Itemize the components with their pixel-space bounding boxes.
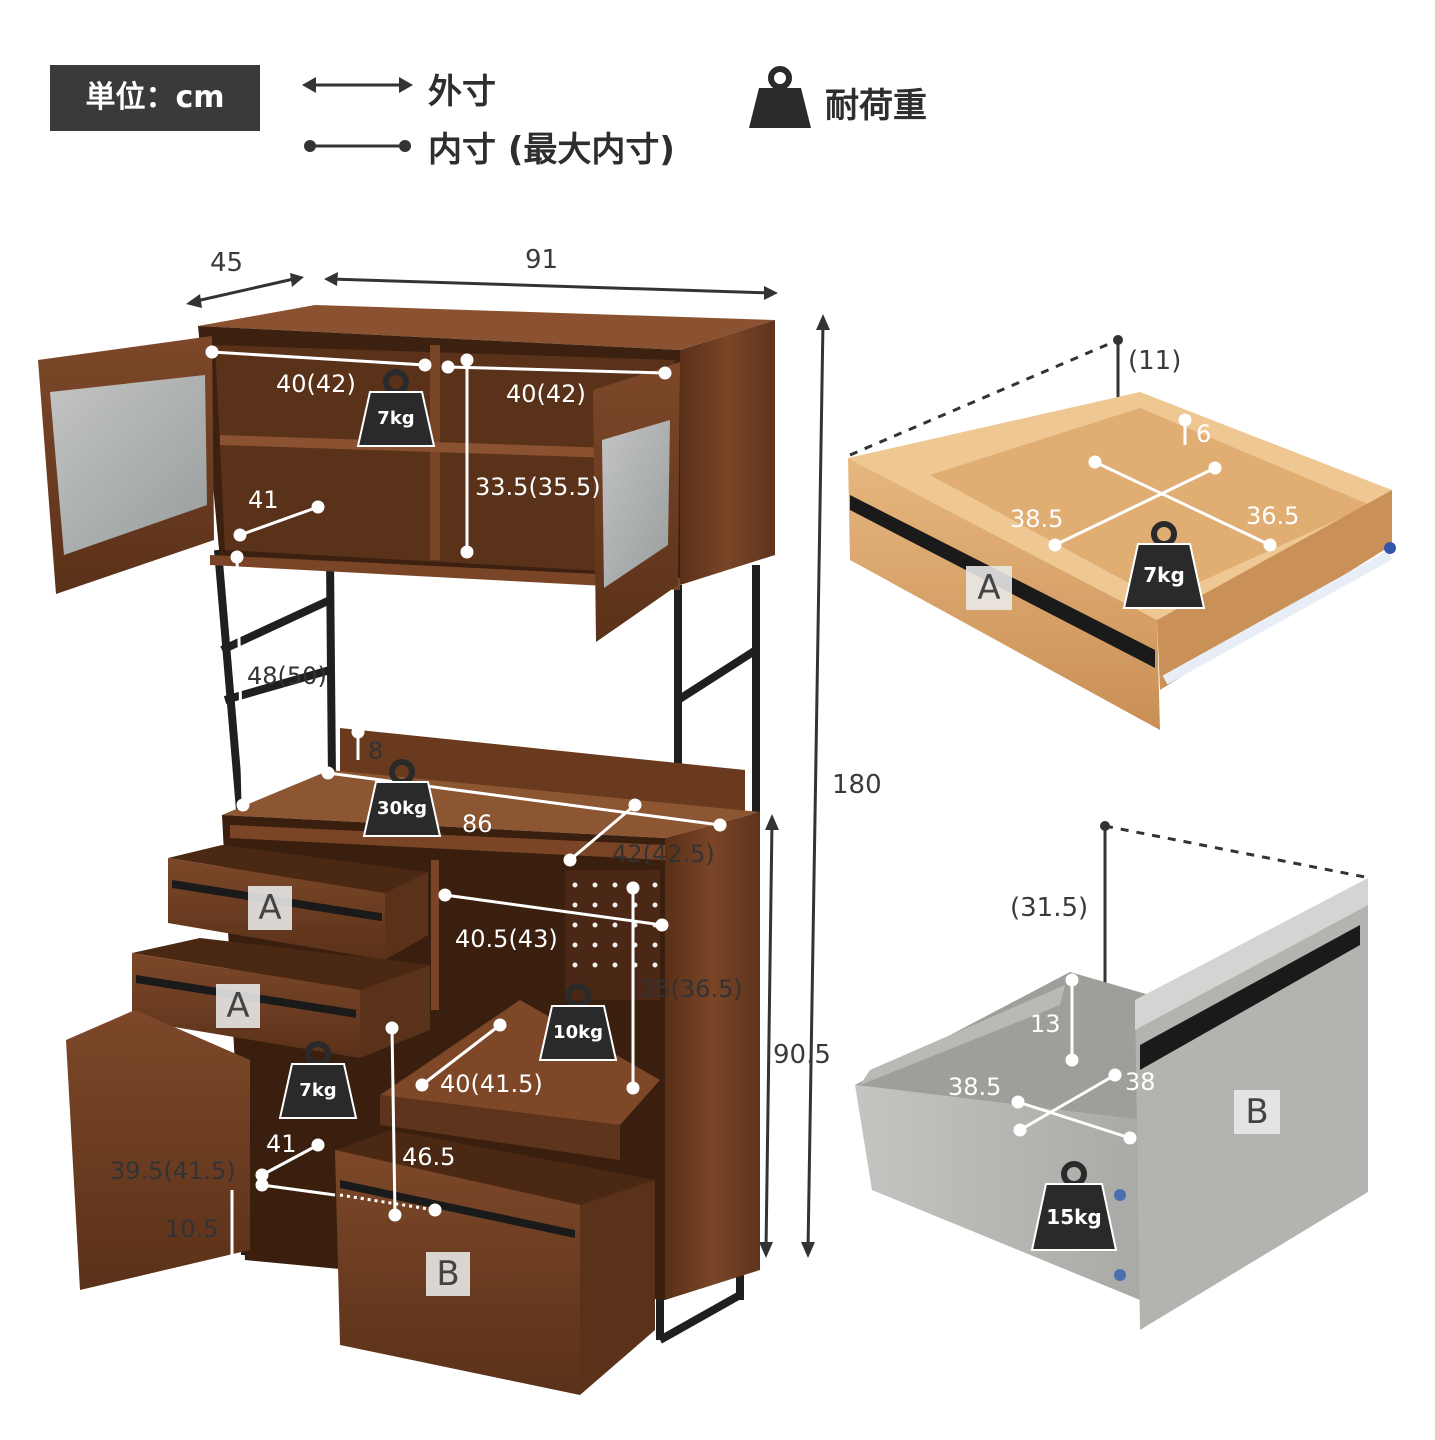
inner-dimension-legend: 内寸 (最大内寸): [428, 130, 675, 170]
drawer-b-badge: B: [426, 1252, 470, 1296]
slide-depth-label: 40(41.5): [440, 1070, 543, 1098]
counter-lip-label: 8: [368, 737, 384, 765]
slide-load-label: 10kg: [553, 1022, 603, 1043]
weight-icon: [749, 66, 811, 128]
peg-holes: [572, 882, 658, 968]
load-capacity-legend: 耐荷重: [825, 86, 927, 126]
upper-left-width-label: 40(42): [276, 370, 356, 398]
slide-width-label: 40.5(43): [455, 925, 558, 953]
drawer-b-inner-width-label: 38.5: [948, 1073, 1002, 1101]
drawer-b-detail: [855, 821, 1371, 1330]
door-depth-label: 41: [266, 1130, 297, 1158]
drawer-a-badge: A: [248, 886, 292, 930]
upper-depth-label: 41: [248, 486, 279, 514]
depth-arrow: [186, 273, 304, 308]
drawer-b-detail-badge: B: [1234, 1090, 1280, 1134]
drawer-b-inner-depth-label: 38: [1125, 1068, 1156, 1096]
door-bottom-label: 10.5: [165, 1215, 219, 1243]
height-lower-label: 90.5: [773, 1040, 831, 1070]
door-width-label: 39.5(41.5): [110, 1157, 236, 1185]
drawer-a-detail-badge: A: [966, 566, 1012, 610]
height-lower-arrow: [759, 814, 779, 1258]
drawer-a-outer-height-label: (11): [1128, 346, 1182, 376]
upper-right-width-label: 40(42): [506, 380, 586, 408]
weight-icon: [278, 369, 1206, 1251]
upper-shelf-height-label: 33.5(35.5): [475, 473, 601, 501]
width-label: 91: [525, 245, 559, 275]
depth-label: 45: [210, 248, 244, 278]
upper-load-label: 7kg: [377, 408, 415, 429]
drawer-b-load-label: 15kg: [1046, 1205, 1102, 1229]
outer-dimension-legend: 外寸: [428, 72, 496, 112]
open-height-label: 48(50): [247, 662, 327, 690]
drawer-a-detail: [848, 335, 1396, 730]
height-total-arrow: [801, 314, 830, 1258]
door-load-label: 7kg: [299, 1080, 337, 1101]
upper-cabinet: [38, 305, 775, 642]
unit-label: 単位：cm: [50, 65, 260, 131]
height-total-label: 180: [832, 770, 882, 800]
inner-dimension-lines: [205, 345, 727, 1255]
counter-depth-label: 42(42.5): [612, 840, 715, 868]
width-arrow: [324, 272, 778, 300]
drawer-a-load-label: 7kg: [1143, 563, 1185, 587]
inner-arrow-icon: [304, 140, 411, 152]
counter-load-label: 30kg: [377, 798, 427, 819]
drawer-a-inner-depth-label: 36.5: [1246, 502, 1300, 530]
outer-arrow-icon: [302, 77, 413, 93]
drawer-b-height-label: 46.5: [402, 1143, 456, 1171]
drawer-a-inner-width-label: 38.5: [1010, 505, 1064, 533]
drawer-b-inner-height-label: 13: [1030, 1010, 1061, 1038]
drawer-b-outer-height-label: (31.5): [1010, 893, 1089, 923]
drawer-a-inner-height-label: 6: [1196, 420, 1212, 448]
slide-height-label: 35(36.5): [640, 975, 743, 1003]
drawer-a-badge: A: [216, 984, 260, 1028]
counter-width-label: 86: [462, 810, 493, 838]
